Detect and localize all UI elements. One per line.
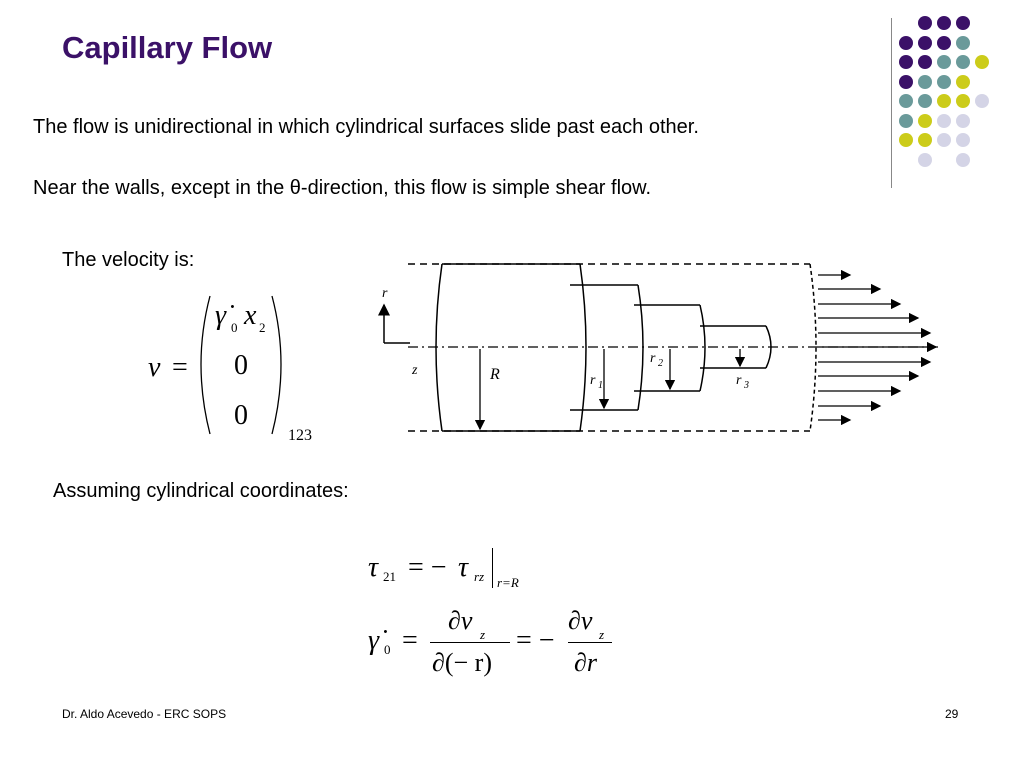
footer-author: Dr. Aldo Acevedo - ERC SOPS bbox=[62, 707, 227, 721]
evaluation-bar bbox=[492, 548, 493, 588]
shear-equals-2: = − bbox=[516, 625, 555, 656]
matrix-row-3: 0 bbox=[234, 400, 248, 431]
decorative-dot bbox=[918, 94, 932, 108]
tau-subscript: 21 bbox=[383, 569, 396, 584]
decorative-dot bbox=[956, 35, 970, 50]
radius-r1-label: r bbox=[590, 373, 596, 388]
axis-r-label: r bbox=[382, 286, 388, 301]
decorative-dot bbox=[975, 55, 989, 69]
basis-subscript: 123 bbox=[288, 427, 312, 444]
decorative-dot bbox=[937, 113, 951, 128]
x-subscript: 2 bbox=[259, 320, 266, 335]
decorative-dot bbox=[918, 55, 932, 69]
gamma-dot-symbol-2: γ̇ bbox=[368, 625, 380, 656]
radius-r1-sub: 1 bbox=[598, 380, 603, 391]
gamma-dot-symbol: γ̇ bbox=[215, 300, 227, 331]
numerator-1: ∂v bbox=[448, 606, 473, 635]
denominator-2: ∂r bbox=[574, 648, 597, 677]
decorative-dot bbox=[918, 152, 932, 167]
capillary-diagram: r z R r 1 r 2 r 3 bbox=[378, 263, 940, 432]
radius-r3-label: r bbox=[736, 373, 742, 388]
tau-rz-subscript: rz bbox=[474, 569, 485, 584]
page-number: 29 bbox=[945, 707, 959, 721]
denominator-1: ∂(− r) bbox=[432, 648, 492, 677]
decorative-dot bbox=[937, 74, 951, 89]
velocity-intro-text: The velocity is: bbox=[62, 249, 195, 271]
matrix-row-2: 0 bbox=[234, 350, 248, 381]
velocity-lhs: v bbox=[148, 352, 161, 383]
decorative-dot bbox=[956, 74, 970, 89]
decorative-dot bbox=[937, 133, 951, 147]
radius-r3-sub: 3 bbox=[743, 380, 749, 391]
decorative-dot bbox=[956, 16, 970, 30]
decorative-dot bbox=[899, 35, 913, 50]
decorative-dot bbox=[899, 113, 913, 128]
shear-equals-1: = bbox=[402, 625, 418, 656]
paragraph-shear-flow: Near the walls, except in the θ-directio… bbox=[33, 177, 652, 199]
radius-R-label: R bbox=[489, 366, 500, 383]
decorative-dot bbox=[918, 35, 932, 50]
decorative-dot bbox=[918, 74, 932, 89]
decorative-dot bbox=[937, 16, 951, 30]
gamma-subscript: 0 bbox=[231, 320, 238, 335]
divider-line bbox=[891, 18, 892, 188]
slide-title: Capillary Flow bbox=[62, 30, 273, 65]
decorative-dot bbox=[956, 113, 970, 128]
x-variable: x bbox=[244, 300, 257, 331]
fraction-bar-1 bbox=[430, 642, 510, 643]
numerator-2: ∂v bbox=[568, 606, 593, 635]
numerator-1-sub: z bbox=[480, 627, 486, 642]
decorative-dot bbox=[956, 94, 970, 108]
gamma-subscript-2: 0 bbox=[384, 642, 391, 657]
decorative-dot bbox=[937, 55, 951, 69]
decorative-dot bbox=[956, 133, 970, 147]
decorative-dot bbox=[899, 74, 913, 89]
decorative-dot bbox=[937, 35, 951, 50]
radius-r2-sub: 2 bbox=[658, 358, 663, 369]
axis-z-label: z bbox=[411, 363, 418, 378]
decorative-dot bbox=[918, 16, 932, 30]
evaluation-point: r=R bbox=[497, 575, 519, 590]
decorative-dot bbox=[899, 94, 913, 108]
fraction-bar-2 bbox=[568, 642, 612, 643]
stress-rhs: = − bbox=[408, 552, 447, 583]
decorative-dot bbox=[899, 133, 913, 147]
assuming-coordinates-text: Assuming cylindrical coordinates: bbox=[53, 480, 349, 502]
matrix-brackets bbox=[200, 295, 282, 435]
decorative-dot bbox=[918, 113, 932, 128]
decorative-dot bbox=[918, 133, 932, 147]
radius-r2-label: r bbox=[650, 351, 656, 366]
tau-rz-symbol: τ bbox=[458, 552, 469, 583]
decorative-dot bbox=[956, 55, 970, 69]
decorative-dot bbox=[937, 94, 951, 108]
tau-symbol: τ bbox=[368, 552, 379, 583]
numerator-2-sub: z bbox=[599, 627, 605, 642]
decorative-dot bbox=[956, 152, 970, 167]
velocity-equals: = bbox=[172, 352, 188, 383]
decorative-dot bbox=[899, 55, 913, 69]
paragraph-unidirectional: The flow is unidirectional in which cyli… bbox=[33, 116, 699, 138]
decorative-dot bbox=[975, 94, 989, 108]
